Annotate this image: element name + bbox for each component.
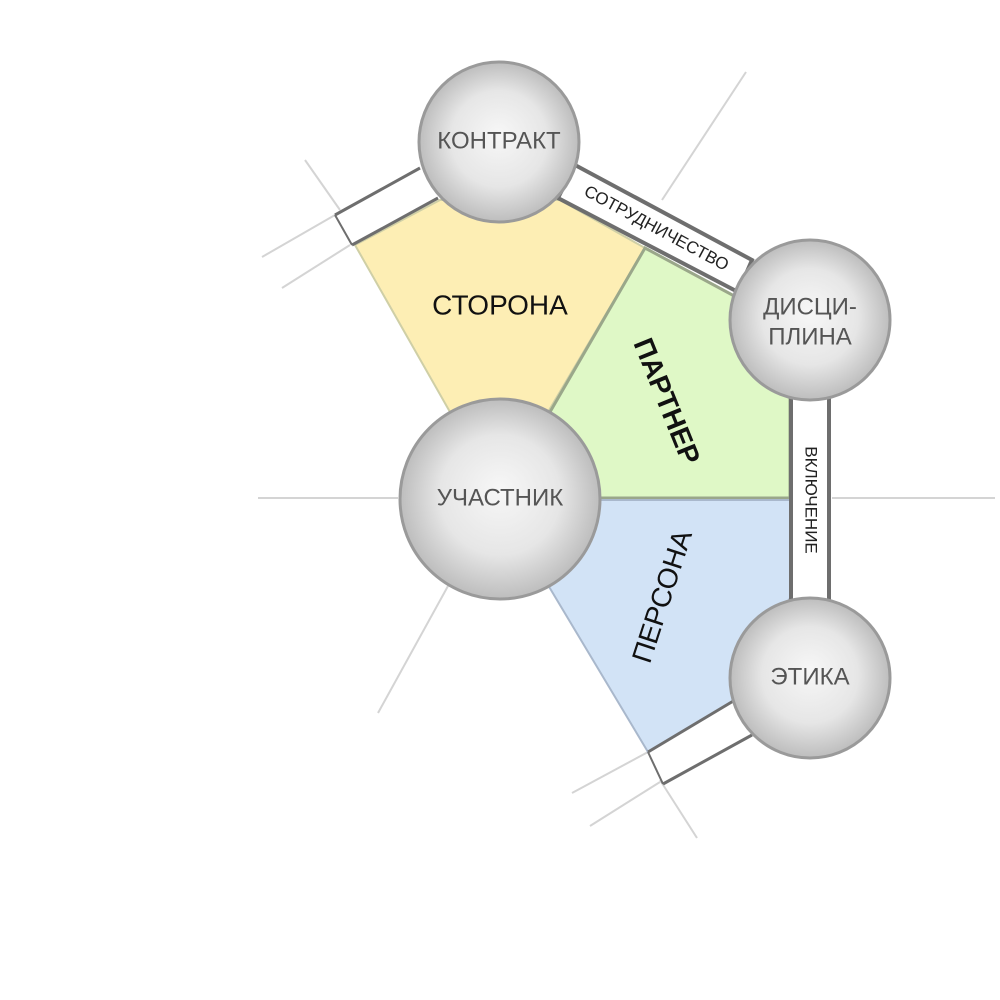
- guide-lines: [258, 71, 995, 839]
- band-contract-left: [334, 166, 439, 247]
- node-label-ethics: ЭТИКА: [770, 663, 849, 690]
- region-label-side: СТОРОНА: [432, 289, 568, 320]
- link-label-inclusion: ВКЛЮЧЕНИЕ: [802, 446, 821, 554]
- node-participant: УЧАСТНИК: [398, 397, 602, 601]
- node-contract: КОНТРАКТ: [417, 60, 581, 224]
- node-label-participant: УЧАСТНИК: [437, 484, 564, 511]
- band-inclusion: ВКЛЮЧЕНИЕ: [789, 394, 831, 604]
- node-label-discipline-line1: ДИСЦИ-: [763, 293, 857, 320]
- node-ethics: ЭТИКА: [728, 596, 892, 760]
- node-label-contract: КОНТРАКТ: [437, 127, 561, 154]
- node-label-discipline-line2: ПЛИНА: [768, 323, 852, 350]
- node-discipline: ДИСЦИ- ПЛИНА: [728, 238, 892, 402]
- band-ethics-left: [647, 698, 753, 786]
